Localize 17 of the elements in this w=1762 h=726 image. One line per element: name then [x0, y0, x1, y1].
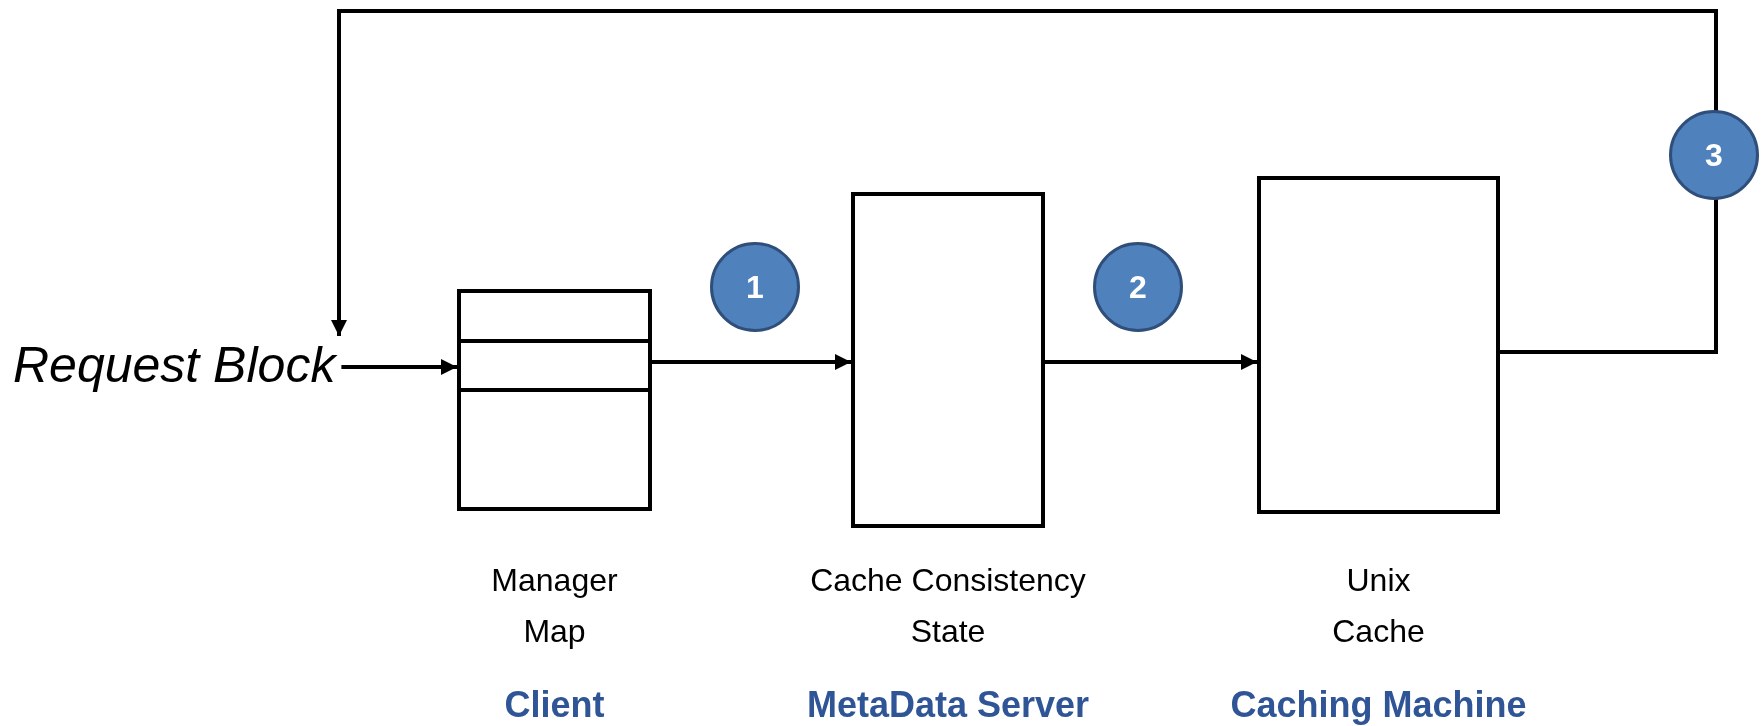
group-heading: Client — [503, 683, 606, 726]
component-label: Unix Cache — [1331, 561, 1426, 651]
step-number-badge: 1 — [710, 242, 800, 332]
arrow — [331, 9, 1718, 354]
component-label: Manager Map — [490, 561, 619, 651]
component-box — [851, 192, 1045, 528]
step-number-badge: 2 — [1093, 242, 1183, 332]
arrow — [652, 354, 851, 370]
step-number-badge: 3 — [1669, 110, 1759, 200]
input-label: Request Block — [13, 336, 336, 394]
group-heading: MetaData Server — [805, 683, 1091, 726]
component-box — [1257, 176, 1500, 514]
group-heading: Caching Machine — [1229, 683, 1528, 726]
arrow — [1045, 354, 1257, 370]
component-box — [457, 289, 652, 511]
component-label: Cache Consistency State — [809, 561, 1087, 651]
arrow — [341, 359, 457, 375]
